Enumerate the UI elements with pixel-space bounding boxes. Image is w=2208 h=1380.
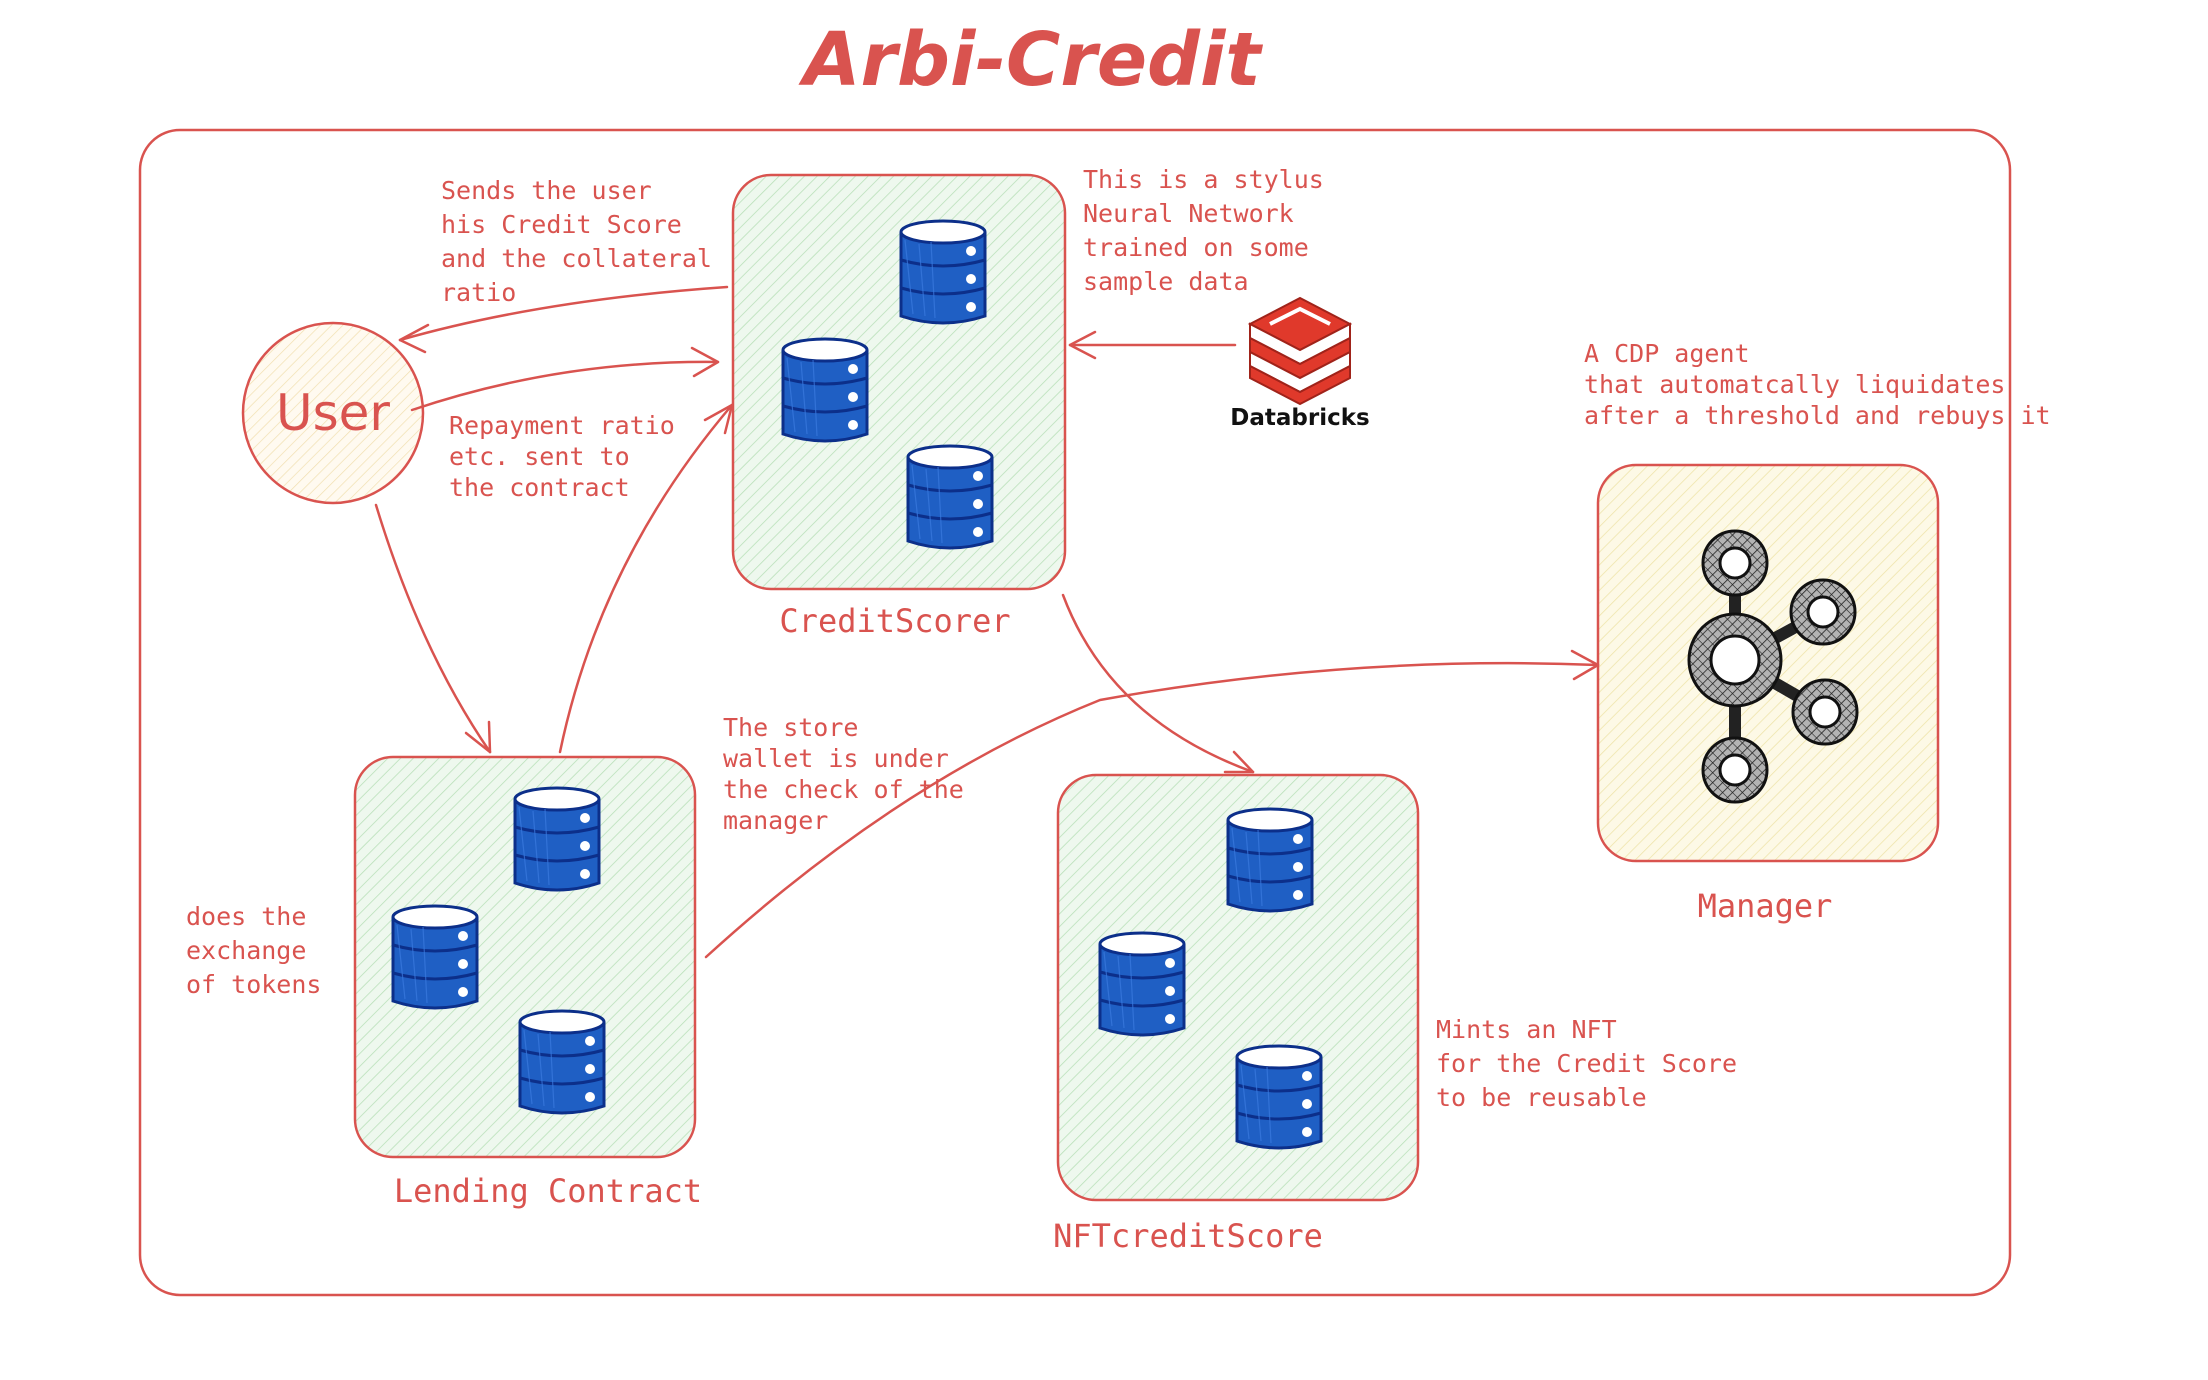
annotation-sends-score: Sends the user his Credit Score and the …	[441, 176, 727, 307]
annotation-repayment: Repayment ratio etc. sent to the contrac…	[449, 411, 690, 502]
database-icon	[1098, 931, 1186, 1037]
kafka-network-icon	[1687, 529, 1859, 804]
database-icon	[518, 1009, 606, 1115]
database-icon	[391, 904, 479, 1010]
manager-label: Manager	[1698, 887, 1833, 925]
user-label: User	[276, 384, 390, 442]
nft-credit-score-box[interactable]	[1056, 773, 1420, 1202]
lending-contract-box[interactable]	[353, 755, 697, 1159]
outer-frame	[138, 128, 2012, 1297]
databricks-label: Databricks	[1230, 405, 1369, 431]
arrow-lending-to-manager	[704, 661, 1600, 959]
nft-credit-score-label: NFTcreditScore	[1053, 1217, 1323, 1255]
diagram-title: Arbi-Credit	[798, 17, 1263, 103]
database-icon	[1226, 807, 1314, 913]
lending-contract-label: Lending Contract	[394, 1172, 702, 1210]
annotation-store-wallet: The store wallet is under the check of t…	[723, 713, 979, 835]
database-icon	[899, 219, 987, 325]
database-icon	[781, 337, 869, 443]
annotation-stylus: This is a stylus Neural Network trained …	[1083, 165, 1339, 296]
annotation-mints-nft: Mints an NFT for the Credit Score to be …	[1436, 1015, 1752, 1112]
arrow-lending-to-scorer	[558, 403, 734, 754]
arrow-scorer-to-user	[398, 285, 729, 342]
annotation-cdp-agent: A CDP agent that automatcally liquidates…	[1584, 339, 2051, 430]
database-icon	[1235, 1044, 1323, 1150]
credit-scorer-label: CreditScorer	[779, 602, 1010, 640]
arrow-user-to-scorer	[410, 360, 720, 412]
database-icon	[513, 786, 601, 892]
database-icon	[906, 444, 994, 550]
user-node[interactable]	[241, 321, 425, 505]
arrow-user-to-lending	[374, 503, 492, 754]
arrow-scorer-to-nft	[1061, 593, 1255, 774]
annotation-exchange: does the exchange of tokens	[186, 902, 321, 999]
databricks-logo-icon	[1247, 296, 1353, 406]
